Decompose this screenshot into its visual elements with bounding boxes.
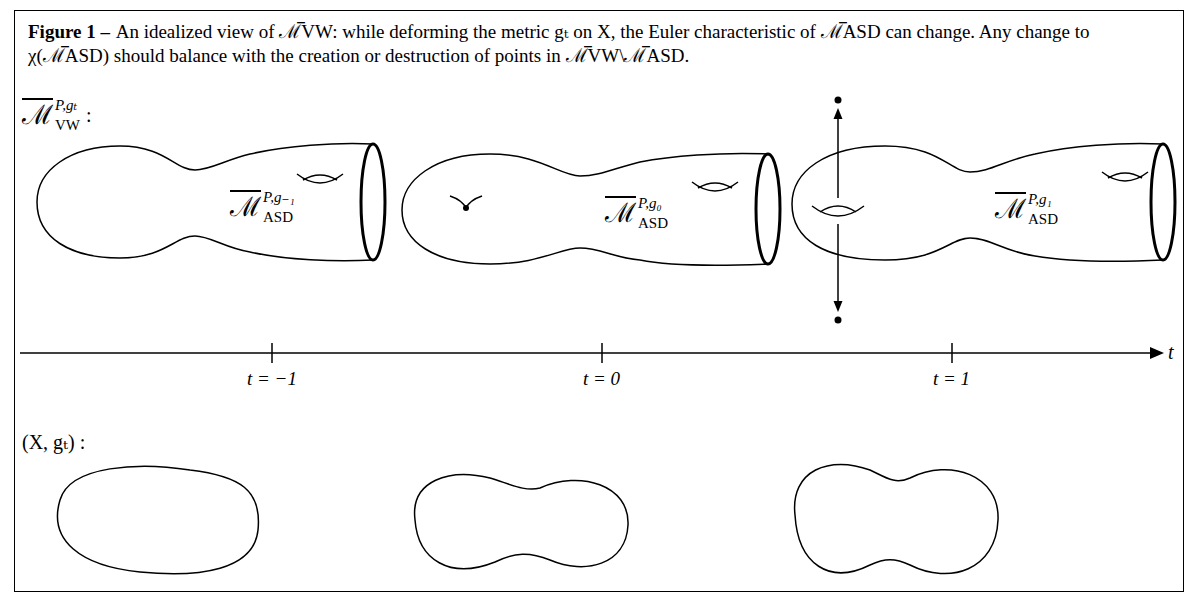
manifold-shape xyxy=(58,466,259,573)
math-label: ℳP,gₜVW: xyxy=(22,98,92,133)
escape-arrow xyxy=(837,224,839,304)
math-label: ℳP,g₀ ASD xyxy=(605,196,668,231)
tick-label: t = 0 xyxy=(583,368,620,390)
opening-hole xyxy=(812,206,864,216)
created-point xyxy=(835,317,842,324)
superscript: P,g₀ xyxy=(638,196,668,211)
script-stack: P,g₋₁ ASD xyxy=(263,190,295,225)
axis-arrowhead xyxy=(1150,347,1164,359)
subscript: ASD xyxy=(263,210,295,225)
handle-hole xyxy=(692,182,738,191)
manifold-shape xyxy=(415,475,628,569)
moduli-space-blob: ℳP,g₋₁ ASD xyxy=(35,140,385,264)
subscript: ASD xyxy=(638,216,668,231)
colon: : xyxy=(86,104,92,127)
superscript: P,g₁ xyxy=(1028,192,1058,207)
handle-hole xyxy=(303,175,337,180)
handle-hole xyxy=(297,174,343,183)
moduli-outline xyxy=(792,143,1163,261)
blob-outline xyxy=(35,140,385,264)
escape-arrow xyxy=(837,116,839,198)
figure-frame xyxy=(14,10,1184,592)
caption-title: Figure 1 – xyxy=(28,21,110,42)
handle-hole xyxy=(1102,172,1148,181)
figure-caption: Figure 1 –An idealized view of ℳ̅VW: whi… xyxy=(28,20,1172,68)
moduli-outline xyxy=(402,153,768,265)
superscript: P,gₜ xyxy=(55,98,80,113)
handle-hole xyxy=(698,183,732,188)
singular-point xyxy=(463,205,469,211)
moduli-symbol: ℳ xyxy=(605,197,636,229)
boundary-end xyxy=(756,154,780,264)
script-stack: P,gₜVW xyxy=(55,98,80,133)
math-label: ℳP,g₋₁ ASD xyxy=(230,190,295,225)
manifold-shape xyxy=(795,464,998,573)
axis-tick xyxy=(271,343,273,363)
blob-outline xyxy=(400,150,780,268)
moduli-symbol: ℳ xyxy=(230,191,261,223)
superscript: P,g₋₁ xyxy=(263,190,295,205)
opening-hole xyxy=(820,206,856,212)
moduli-symbol: ℳ xyxy=(22,99,53,131)
tick-label: t = 1 xyxy=(933,368,970,390)
subscript: VW xyxy=(55,118,80,133)
axis-label: t xyxy=(1168,341,1174,364)
moduli-outline xyxy=(37,143,373,260)
boundary-end xyxy=(1151,144,1175,260)
boundary-end xyxy=(361,144,385,260)
time-axis xyxy=(20,352,1156,354)
created-point xyxy=(835,97,842,104)
moduli-space-blob: ℳP,g₀ ASD xyxy=(400,150,780,268)
blob-outline xyxy=(790,140,1175,264)
math-label: ℳP,g₁ ASD xyxy=(995,192,1058,227)
axis-tick xyxy=(601,343,603,363)
moduli-space-blob: ℳP,g₁ ASD xyxy=(790,140,1175,264)
axis-tick xyxy=(951,343,953,363)
arrowhead xyxy=(834,108,843,119)
script-stack: P,g₁ ASD xyxy=(1028,192,1058,227)
moduli-symbol: ℳ xyxy=(995,193,1026,225)
script-stack: P,g₀ ASD xyxy=(638,196,668,231)
arrowhead xyxy=(834,301,843,312)
tick-label: t = −1 xyxy=(247,368,297,390)
handle-hole xyxy=(1108,173,1142,178)
caption-text: An idealized view of ℳ̅VW: while deformi… xyxy=(28,21,1090,66)
subscript: ASD xyxy=(1028,212,1058,227)
space-label: (X, gₜ) : xyxy=(22,430,85,454)
